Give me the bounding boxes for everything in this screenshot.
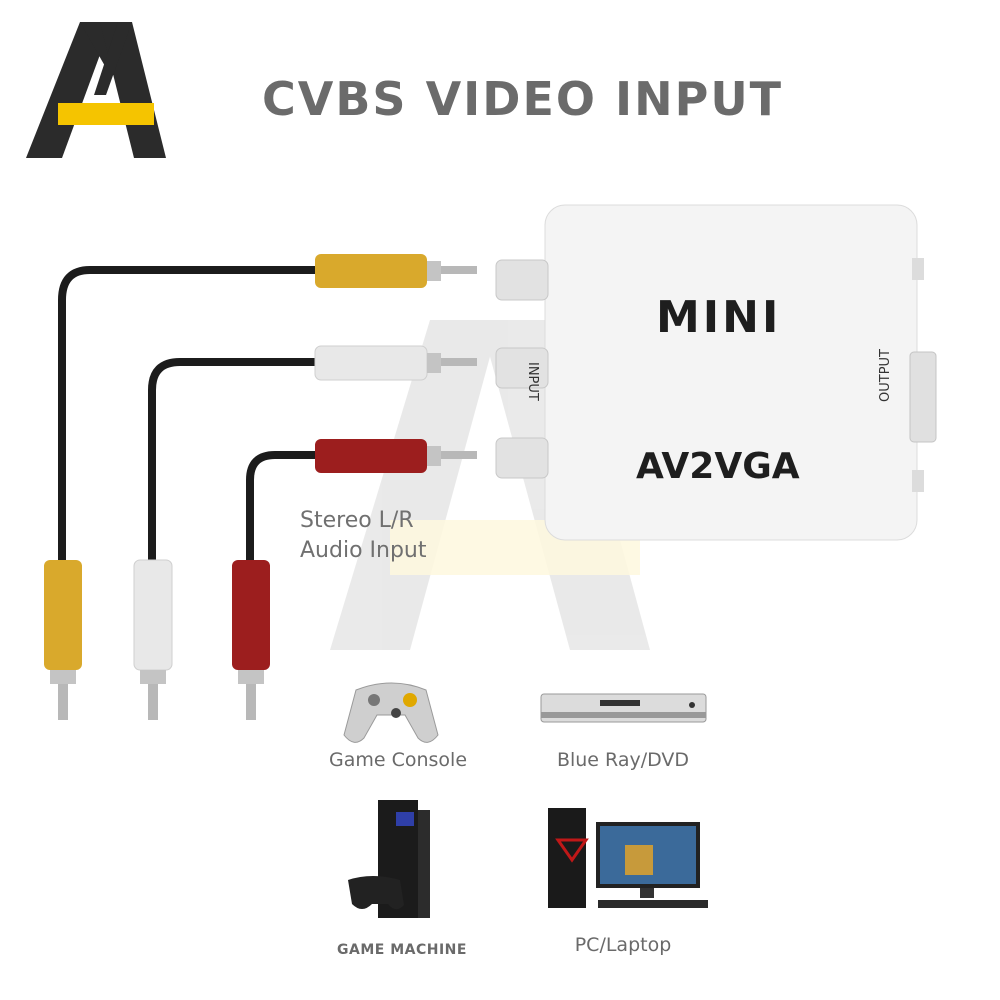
device-caption-blu-ray-dvd: Blue Ray/DVD <box>556 749 690 771</box>
device-caption-game-console: Game Console <box>328 749 468 771</box>
audio-plug-right-bottom <box>232 560 270 720</box>
dvd-player-icon <box>540 693 707 723</box>
audio-label-line-1: Stereo L/R <box>300 508 414 533</box>
game-console-icon <box>343 682 439 743</box>
audio-plug-left-top <box>314 345 477 381</box>
adapter-model-text: AV2VGA <box>636 446 800 487</box>
device-caption-pc-laptop: PC/Laptop <box>574 934 672 956</box>
video-plug-top <box>315 254 477 288</box>
video-plug-bottom <box>44 560 82 720</box>
audio-input-label: Stereo L/R Audio Input <box>300 506 490 566</box>
audio-plug-right-top <box>315 439 477 473</box>
rca-cables <box>58 266 324 564</box>
game-machine-icon <box>348 800 430 918</box>
brand-logo-mark <box>26 22 166 158</box>
audio-label-line-2: Audio Input <box>300 538 427 563</box>
pc-laptop-icon <box>548 808 708 908</box>
adapter-brand-text: MINI <box>656 292 782 343</box>
page-title: CVBS VIDEO INPUT <box>262 72 784 126</box>
audio-plug-left-bottom <box>133 559 173 720</box>
device-caption-game-machine: GAME MACHINE <box>337 942 467 958</box>
av2vga-adapter <box>495 204 937 541</box>
